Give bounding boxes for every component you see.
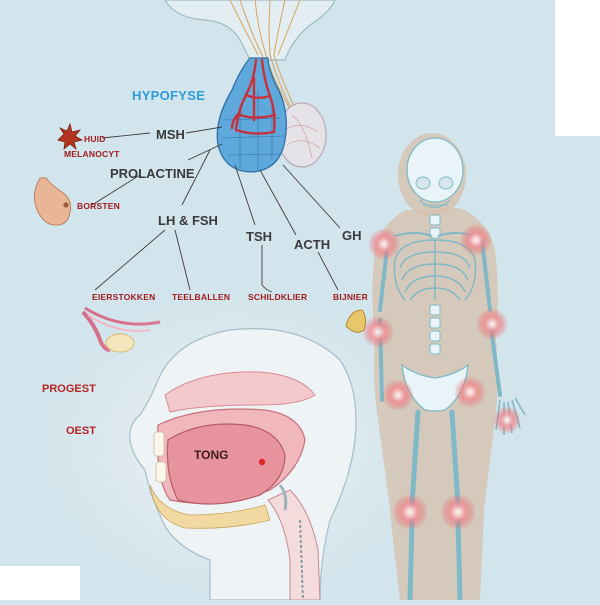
hypothalamus-stalk [164, 0, 336, 61]
huid-label: HUID [84, 134, 106, 144]
melanocyt-label: MELANOCYT [64, 149, 120, 159]
breast-icon [34, 177, 72, 226]
prolactine-label: PROLACTINE [110, 166, 195, 181]
portal-vessels [230, 58, 277, 135]
hypofyse-label: HYPOFYSE [132, 88, 206, 103]
eierstokken-label: EIERSTOKKEN [92, 292, 156, 302]
skeleton-figure [362, 133, 526, 603]
gh-label: GH [342, 228, 362, 243]
tsh-label: TSH [246, 229, 272, 244]
lh-fsh-label: LH & FSH [158, 213, 218, 228]
bijnier-label: BIJNIER [333, 292, 368, 302]
white-corner-top-right [555, 0, 600, 136]
connector-lines [91, 126, 341, 293]
pituitary-gland [164, 0, 336, 173]
borsten-label: BORSTEN [77, 201, 120, 211]
melanocyte-cell-icon [57, 122, 84, 151]
mouth-cross-section [45, 295, 425, 601]
msh-label: MSH [156, 127, 185, 142]
taste-bud-dot [258, 458, 266, 466]
tong-label: TONG [194, 448, 229, 462]
joint-highlights [362, 224, 521, 530]
schildklier-label: SCHILDKLIER [248, 292, 308, 302]
tongue-shape [166, 423, 286, 505]
teelballen-label: TEELBALLEN [172, 292, 231, 302]
white-corner-bottom-left [0, 566, 80, 600]
acth-label: ACTH [294, 237, 331, 252]
progest-label: PROGEST [42, 383, 96, 395]
oest-label: OEST [66, 425, 96, 437]
anterior-lobe [216, 57, 287, 173]
